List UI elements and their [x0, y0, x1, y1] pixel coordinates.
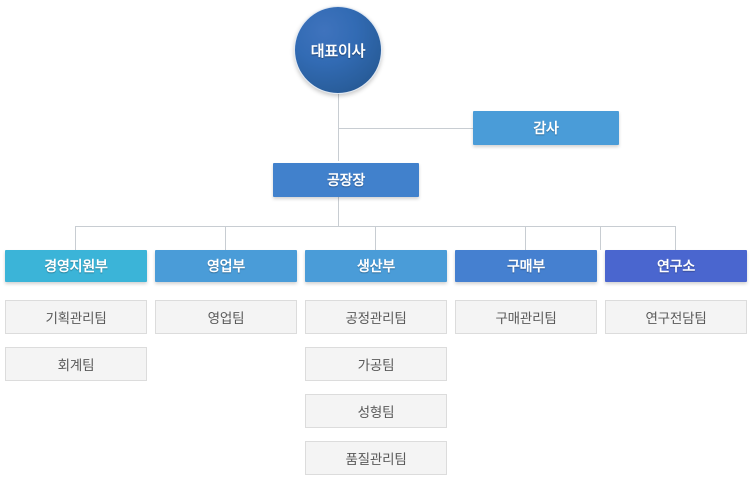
connector-drop-dept-5: [600, 226, 601, 250]
node-team-1-2[interactable]: 회계팀: [5, 347, 147, 381]
node-team-3-4[interactable]: 품질관리팀: [305, 441, 447, 475]
connector-drop-dept-3: [375, 226, 376, 250]
connector-drop-dept-4: [525, 226, 526, 250]
connector-bus-extension-right: [600, 226, 675, 227]
node-department-4[interactable]: 구매부: [455, 250, 597, 282]
connector-ceo-vertical: [338, 93, 339, 161]
connector-department-bus: [75, 226, 601, 227]
node-department-1-label: 경영지원부: [44, 259, 108, 275]
node-department-3[interactable]: 생산부: [305, 250, 447, 282]
connector-drop-dept-1: [75, 226, 76, 250]
node-plant-manager[interactable]: 공장장: [273, 163, 419, 197]
node-plant-manager-label: 공장장: [326, 173, 366, 189]
node-department-4-label: 구매부: [506, 259, 546, 275]
node-department-5-label: 연구소: [656, 259, 696, 275]
node-team-4-1-label: 구매관리팀: [495, 311, 557, 327]
node-team-3-1-label: 공정관리팀: [345, 311, 407, 327]
node-team-3-4-label: 품질관리팀: [345, 452, 407, 468]
node-team-3-2-label: 가공팀: [357, 358, 395, 374]
node-department-1[interactable]: 경영지원부: [5, 250, 147, 282]
node-ceo[interactable]: 대표이사: [294, 6, 382, 94]
node-team-2-1[interactable]: 영업팀: [155, 300, 297, 334]
node-team-3-1[interactable]: 공정관리팀: [305, 300, 447, 334]
node-department-3-label: 생산부: [356, 259, 396, 275]
node-department-5[interactable]: 연구소: [605, 250, 747, 282]
connector-drop-dept-5b: [675, 226, 676, 250]
connector-auditor-horizontal: [338, 128, 474, 129]
node-auditor[interactable]: 감사: [473, 111, 619, 145]
node-team-5-1[interactable]: 연구전담팀: [605, 300, 747, 334]
node-auditor-label: 감사: [533, 121, 559, 137]
node-team-1-2-label: 회계팀: [57, 358, 95, 374]
node-team-1-1-label: 기획관리팀: [45, 311, 107, 327]
node-team-5-1-label: 연구전담팀: [645, 311, 707, 327]
node-team-2-1-label: 영업팀: [207, 311, 245, 327]
node-department-2[interactable]: 영업부: [155, 250, 297, 282]
node-department-2-label: 영업부: [206, 259, 246, 275]
connector-plant-vertical: [338, 196, 339, 227]
connector-drop-dept-2: [225, 226, 226, 250]
node-team-1-1[interactable]: 기획관리팀: [5, 300, 147, 334]
node-team-3-2[interactable]: 가공팀: [305, 347, 447, 381]
node-team-4-1[interactable]: 구매관리팀: [455, 300, 597, 334]
node-team-3-3[interactable]: 성형팀: [305, 394, 447, 428]
node-ceo-label: 대표이사: [310, 41, 366, 60]
node-team-3-3-label: 성형팀: [357, 405, 395, 421]
